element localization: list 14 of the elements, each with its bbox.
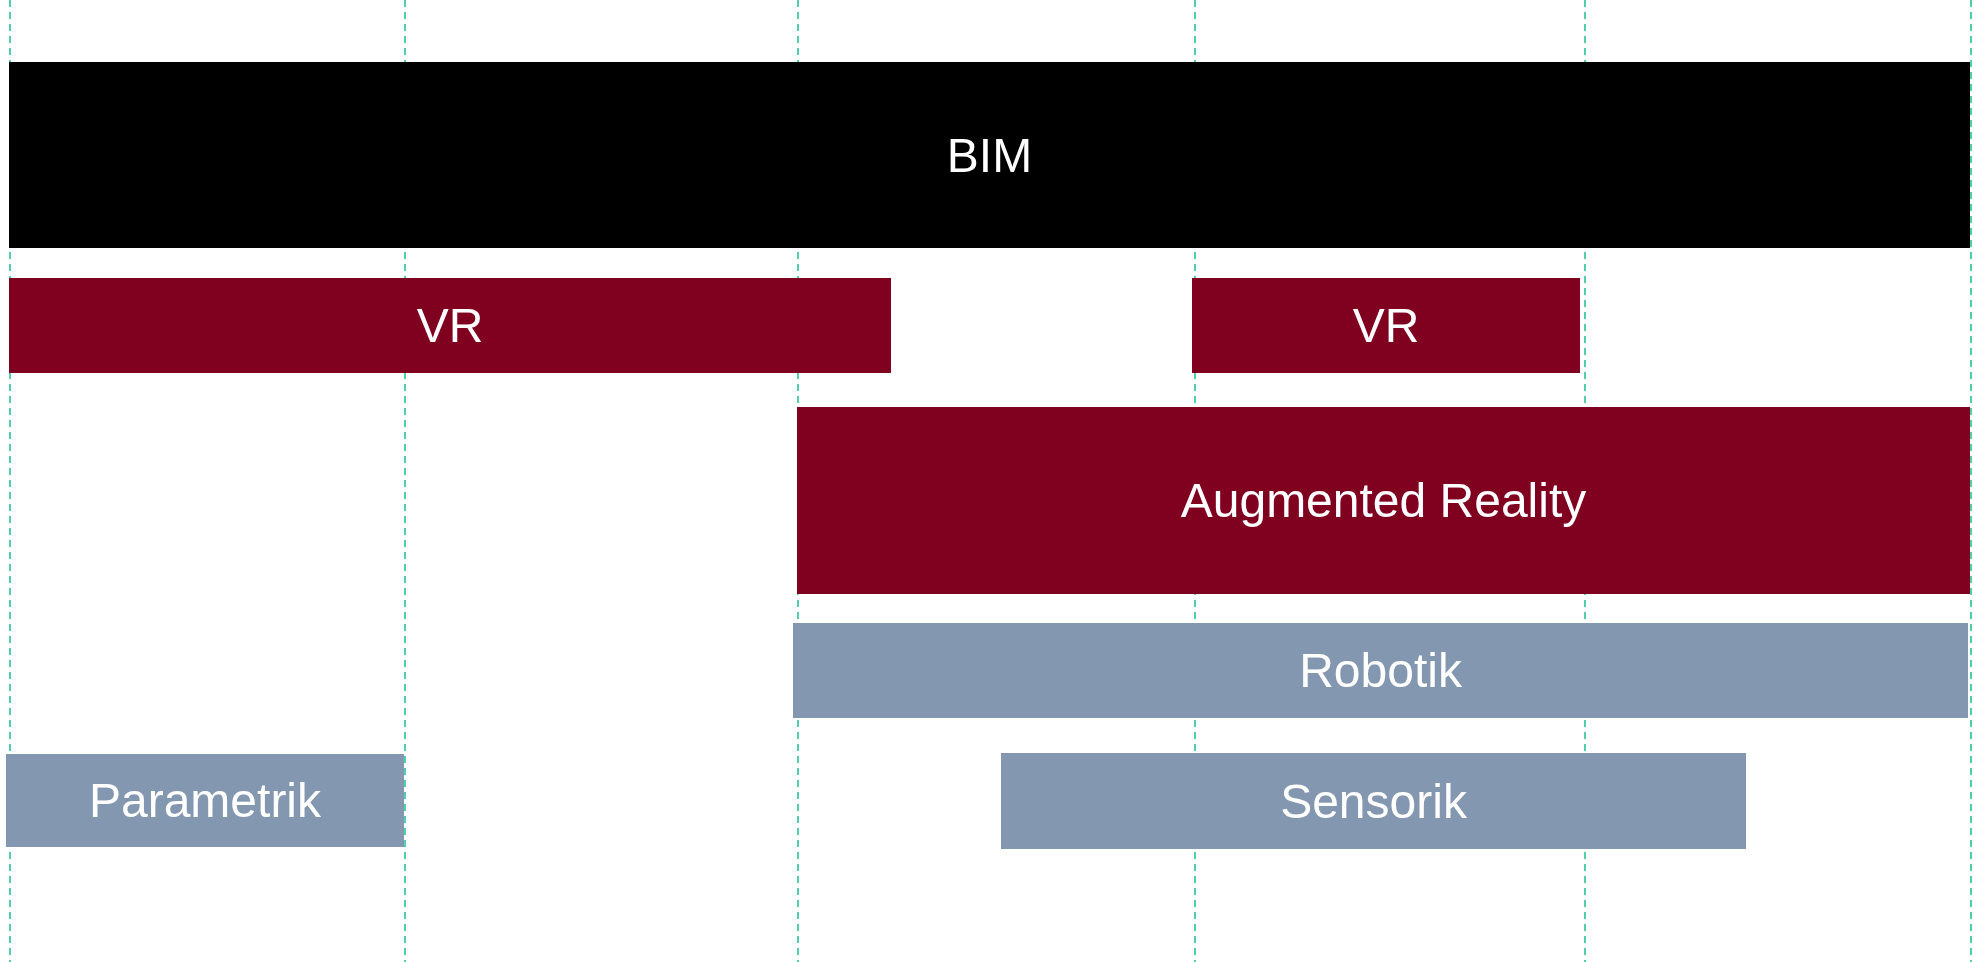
timeline-bar [1192,278,1580,373]
bar-label: Augmented Reality [1180,473,1587,528]
timeline-bar [793,623,1968,718]
bar-label: VR [416,298,484,353]
bar-label: VR [1352,298,1420,353]
bar-label: Parametrik [88,773,322,828]
timeline-bar [1001,753,1746,849]
timeline-bar [9,278,891,373]
timeline-bar [797,407,1970,594]
bar-label: Sensorik [1280,773,1467,829]
bar-label: Robotik [1299,643,1462,698]
bar-label: BIM [946,127,1033,183]
timeline-bar [6,754,404,847]
timeline-bar [9,62,1970,248]
